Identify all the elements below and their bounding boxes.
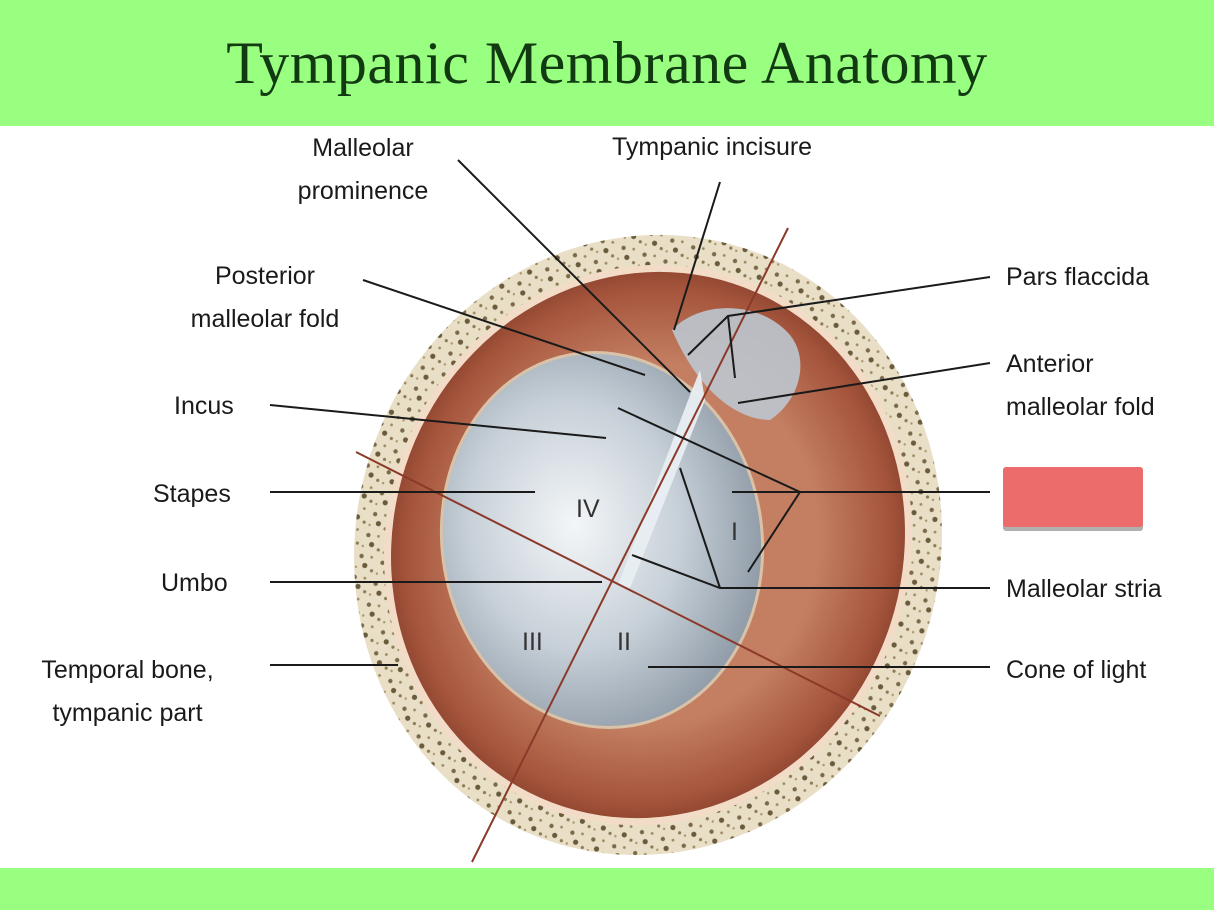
- label-malleolar-stria: Malleolar stria: [1006, 575, 1162, 603]
- label-umbo: Umbo: [161, 569, 228, 597]
- label-stapes: Stapes: [153, 480, 231, 508]
- page-title: Tympanic Membrane Anatomy: [226, 29, 988, 96]
- label-cone-of-light: Cone of light: [1006, 656, 1147, 684]
- axis-line-short: [355, 451, 881, 717]
- quadrant-i: I: [731, 518, 738, 546]
- axis-line-long: [471, 227, 789, 863]
- leader-posterior-fold: [362, 279, 646, 376]
- label-pars-flaccida: Pars flaccida: [1006, 263, 1150, 291]
- leader-tympanic-incisure: [673, 181, 721, 331]
- leader-anterior-fold: [737, 362, 991, 404]
- quadrant-iii: III: [522, 628, 543, 656]
- leader-malleolar-prominence: [457, 159, 691, 393]
- footer-bar: [0, 868, 1214, 910]
- label-malleolar-prominence: Malleolar prominence: [297, 134, 429, 205]
- label-anterior-malleolar-fold: Anterior malleolar fold: [1006, 350, 1155, 421]
- label-tympanic-incisure: Tympanic incisure: [612, 133, 813, 161]
- label-temporal-bone: Temporal bone, tympanic part: [41, 656, 214, 727]
- quadrant-iv: IV: [576, 495, 600, 523]
- label-posterior-malleolar-fold: Posterior malleolar fold: [190, 262, 340, 333]
- pars-flaccida-region: [672, 308, 801, 420]
- leader-incus: [269, 404, 607, 439]
- label-incus: Incus: [174, 392, 234, 420]
- malleus-handle: [618, 370, 705, 588]
- quadrant-ii: II: [617, 628, 631, 656]
- title-bar: Tympanic Membrane Anatomy: [0, 0, 1214, 126]
- hidden-label-box: [1003, 467, 1143, 527]
